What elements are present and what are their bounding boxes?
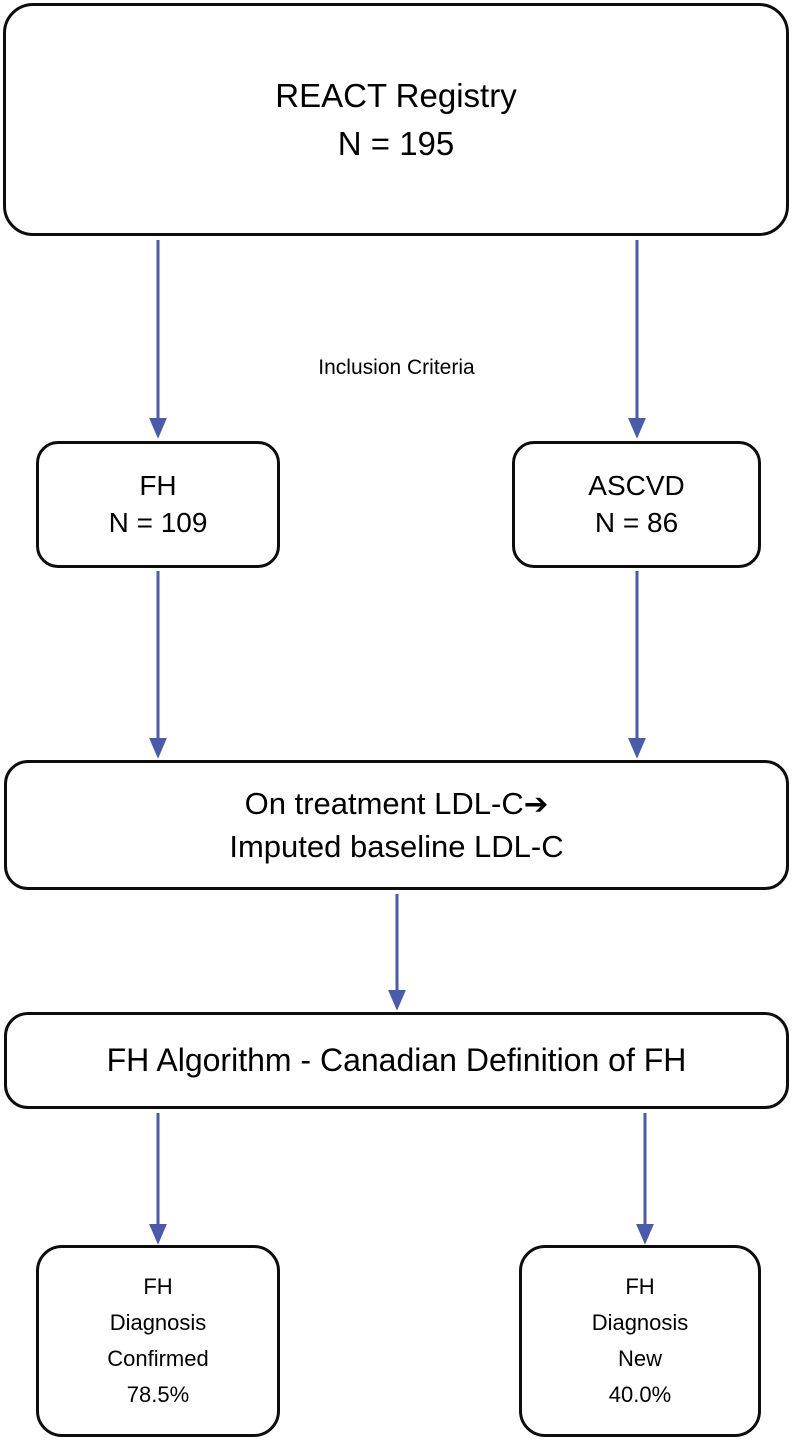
node-fh: FH N = 109 (36, 441, 280, 568)
node-react-registry: REACT Registry N = 195 (3, 3, 789, 236)
node-ldl-imputation: On treatment LDL-C➔ Imputed baseline LDL… (4, 760, 789, 890)
node-fh-algorithm-line1: FH Algorithm - Canadian Definition of FH (106, 1041, 687, 1078)
edge-label-inclusion-criteria: Inclusion Criteria (318, 356, 475, 379)
node-fh-algorithm: FH Algorithm - Canadian Definition of FH (4, 1012, 789, 1109)
node-ascvd-line2: N = 86 (594, 506, 679, 538)
node-fh-diagnosis-new-percentage: 40.0% (608, 1382, 672, 1408)
node-ldl-line1-text: On treatment LDL-C (244, 785, 524, 821)
node-fh-diagnosis-confirmed-percentage: 78.5% (126, 1382, 190, 1408)
node-ascvd-line1: ASCVD (588, 470, 685, 502)
node-react-registry-line1: REACT Registry (275, 76, 517, 114)
node-fh-diagnosis-confirmed-line2: Diagnosis (109, 1309, 207, 1335)
node-ldl-line2: Imputed baseline LDL-C (229, 829, 564, 864)
node-fh-diagnosis-confirmed-line1: FH (143, 1273, 173, 1299)
node-ascvd: ASCVD N = 86 (512, 441, 761, 568)
node-fh-line2: N = 109 (108, 506, 208, 538)
node-fh-diagnosis-new-line1: FH (625, 1273, 655, 1299)
node-react-registry-line2: N = 195 (337, 124, 455, 162)
node-fh-line1: FH (139, 470, 177, 502)
node-fh-diagnosis-new-line2: Diagnosis (591, 1309, 689, 1335)
node-fh-diagnosis-confirmed: FH Diagnosis Confirmed 78.5% (36, 1245, 280, 1437)
node-ldl-line1: On treatment LDL-C➔ (245, 782, 549, 825)
node-fh-diagnosis-confirmed-line3: Confirmed (107, 1346, 209, 1371)
node-fh-diagnosis-new: FH Diagnosis New 40.0% (519, 1245, 761, 1437)
node-fh-diagnosis-new-line3: New (617, 1346, 662, 1371)
right-arrow-icon: ➔ (523, 786, 549, 821)
